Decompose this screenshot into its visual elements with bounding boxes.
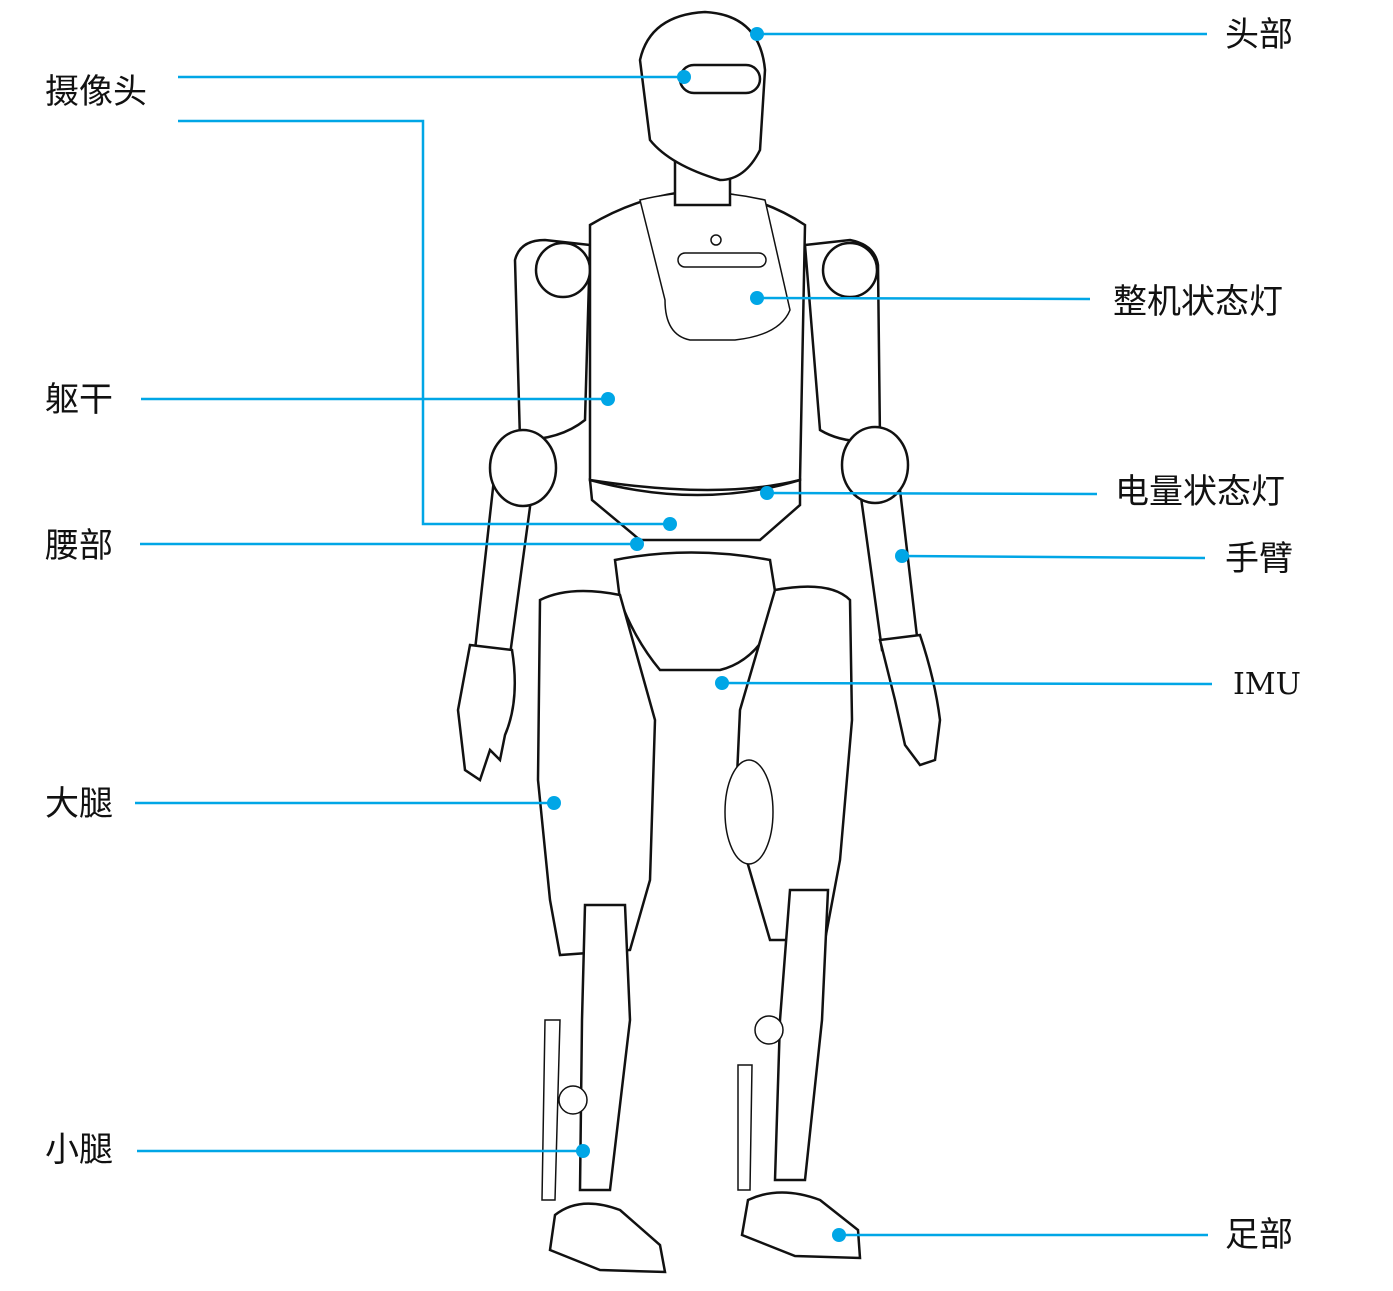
right-foot (740, 1191, 862, 1260)
label-thigh: 大腿 (45, 784, 113, 824)
head-shell (638, 10, 767, 182)
label-waist: 腰部 (45, 526, 113, 566)
left-hand (456, 643, 516, 782)
left-foot (548, 1202, 667, 1274)
label-foot: 足部 (1225, 1215, 1293, 1255)
imu-callout-line (721, 681, 1213, 686)
label-torso: 躯干 (45, 380, 113, 420)
left-shank (578, 903, 632, 1192)
arm-callout-line (901, 554, 1206, 560)
right-forearm (858, 488, 920, 652)
callouts (135, 27, 1213, 1242)
label-status-light: 整机状态灯 (1113, 282, 1283, 322)
label-head: 头部 (1225, 15, 1293, 55)
label-shank: 小腿 (45, 1130, 113, 1170)
status-light-callout-line (756, 296, 1091, 301)
right-shank (773, 888, 830, 1182)
label-camera: 摄像头 (45, 72, 147, 112)
camera-callout-line-2 (178, 119, 670, 526)
label-battery-light: 电量状态灯 (1115, 472, 1285, 512)
right-hand (878, 633, 942, 767)
battery-light-callout-line (766, 491, 1098, 496)
pelvis (613, 551, 780, 672)
label-imu: IMU (1233, 667, 1301, 702)
left-thigh (536, 589, 657, 957)
label-arm: 手臂 (1225, 539, 1293, 579)
